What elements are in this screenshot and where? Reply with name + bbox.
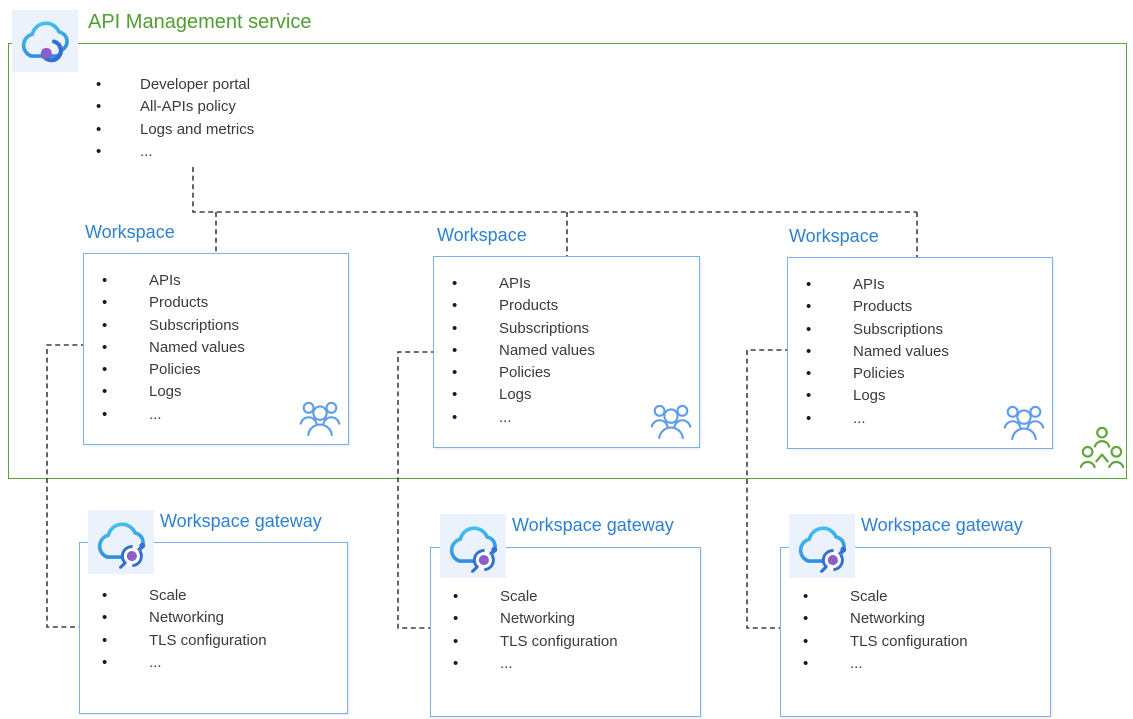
workspace-3-feature-list: APIsProductsSubscriptionsNamed valuesPol…: [804, 274, 1052, 430]
workspace-1-box: APIsProductsSubscriptionsNamed valuesPol…: [83, 253, 349, 445]
gateway-1-feature-list: ScaleNetworkingTLS configuration...: [100, 543, 347, 674]
list-item: Developer portal: [94, 74, 254, 96]
workspace-1-title: Workspace: [85, 222, 175, 242]
api-management-icon: [12, 10, 78, 72]
workspace-2-title: Workspace: [437, 225, 527, 245]
list-item: ...: [801, 653, 1050, 675]
gateway-2-title: Workspace gateway: [512, 515, 674, 535]
list-item: Products: [100, 292, 348, 314]
list-item: Networking: [451, 608, 700, 630]
gateway-3-feature-list: ScaleNetworkingTLS configuration...: [801, 548, 1050, 675]
list-item: Subscriptions: [804, 319, 1052, 341]
list-item: All-APIs policy: [94, 96, 254, 118]
list-item: ...: [451, 653, 700, 675]
list-item: Policies: [450, 362, 699, 384]
service-feature-list: Developer portalAll-APIs policyLogs and …: [94, 74, 254, 163]
connector-workspace1-gateway1: [46, 344, 86, 628]
people-group-icon: [299, 398, 341, 437]
list-item: Subscriptions: [100, 315, 348, 337]
list-item: ...: [450, 407, 699, 429]
list-item: TLS configuration: [801, 631, 1050, 653]
list-item: Scale: [451, 586, 700, 608]
list-item: Scale: [100, 585, 347, 607]
list-item: Logs: [804, 385, 1052, 407]
list-item: ...: [804, 408, 1052, 430]
workspace-2-box: APIsProductsSubscriptionsNamed valuesPol…: [433, 256, 700, 448]
list-item: Logs: [450, 384, 699, 406]
api-management-service-box: [8, 43, 1127, 479]
gateway-icon: [440, 514, 506, 578]
list-item: Logs and metrics: [94, 119, 254, 141]
list-item: TLS configuration: [100, 630, 347, 652]
list-item: APIs: [804, 274, 1052, 296]
connector-service-trunk: [192, 167, 917, 213]
list-item: ...: [100, 404, 348, 426]
list-item: ...: [100, 652, 347, 674]
list-item: Policies: [100, 359, 348, 381]
list-item: Networking: [100, 607, 347, 629]
list-item: Logs: [100, 381, 348, 403]
list-item: APIs: [450, 273, 699, 295]
gateway-icon: [789, 514, 855, 578]
list-item: Named values: [100, 337, 348, 359]
connector-workspace2-gateway2: [397, 351, 436, 629]
people-group-icon: [1003, 402, 1045, 441]
list-item: Named values: [450, 340, 699, 362]
workspace-3-title: Workspace: [789, 226, 879, 246]
connector-workspace3-gateway3: [746, 349, 790, 629]
list-item: Scale: [801, 586, 1050, 608]
list-item: Networking: [801, 608, 1050, 630]
people-group-icon: [650, 401, 692, 440]
service-title: API Management service: [88, 11, 312, 33]
list-item: Subscriptions: [450, 318, 699, 340]
list-item: ...: [94, 141, 254, 163]
gateway-3-title: Workspace gateway: [861, 515, 1023, 535]
list-item: Products: [804, 296, 1052, 318]
gateway-2-feature-list: ScaleNetworkingTLS configuration...: [451, 548, 700, 675]
list-item: TLS configuration: [451, 631, 700, 653]
list-item: Policies: [804, 363, 1052, 385]
list-item: APIs: [100, 270, 348, 292]
workspace-3-box: APIsProductsSubscriptionsNamed valuesPol…: [787, 257, 1053, 449]
list-item: Named values: [804, 341, 1052, 363]
gateway-icon: [88, 510, 154, 574]
list-item: Products: [450, 295, 699, 317]
gateway-1-title: Workspace gateway: [160, 511, 322, 531]
people-community-icon: [1080, 424, 1124, 470]
workspace-2-feature-list: APIsProductsSubscriptionsNamed valuesPol…: [450, 273, 699, 429]
workspace-1-feature-list: APIsProductsSubscriptionsNamed valuesPol…: [100, 270, 348, 426]
